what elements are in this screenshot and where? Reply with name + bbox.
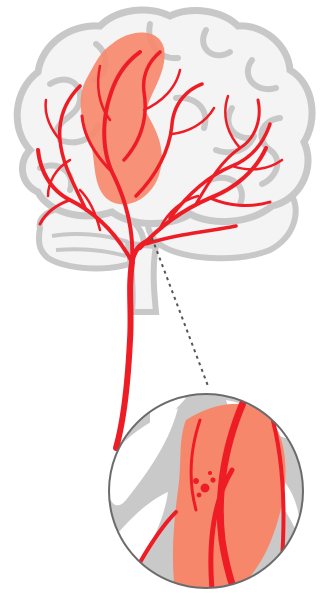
- magnifier-circle-icon: [100, 390, 320, 598]
- leader-line: [152, 238, 208, 386]
- brain-icon: [17, 10, 312, 312]
